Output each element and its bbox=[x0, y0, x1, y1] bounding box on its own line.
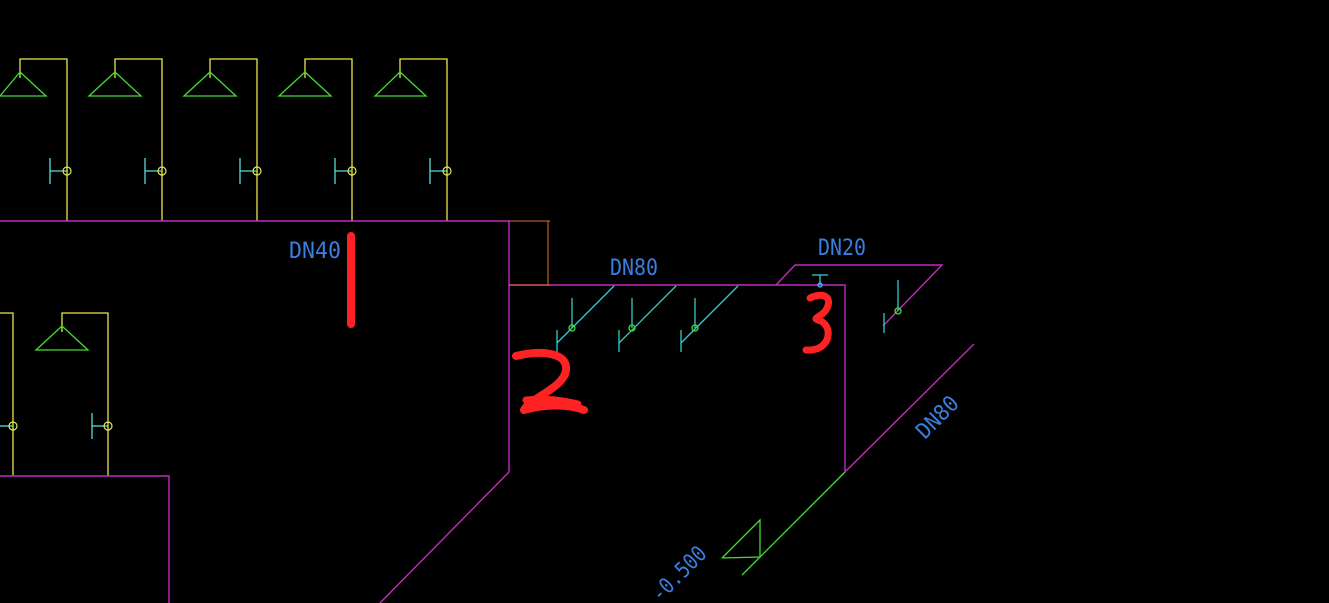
lower-shower-group bbox=[0, 312, 113, 476]
top-shower-group bbox=[0, 58, 452, 221]
elevation-triangle-icon bbox=[721, 518, 761, 559]
label-dn20: DN20 bbox=[818, 236, 866, 261]
dimension-tick-icon bbox=[509, 220, 550, 286]
valve-icon bbox=[691, 324, 699, 332]
annotation-marker-3: 3 bbox=[802, 291, 833, 354]
valve-icon bbox=[252, 166, 262, 176]
valve-icon bbox=[894, 307, 902, 315]
shower-riser-2 bbox=[87, 58, 167, 221]
t-fitting-icon bbox=[812, 274, 828, 288]
shower-riser-7 bbox=[34, 312, 113, 476]
shower-head-icon bbox=[373, 71, 428, 97]
shower-head-icon bbox=[0, 71, 48, 97]
valve-icon bbox=[628, 324, 636, 332]
valve-icon bbox=[103, 421, 113, 431]
valve-icon bbox=[8, 421, 18, 431]
annotation-marker-1: 1 bbox=[347, 232, 355, 328]
shower-head-icon bbox=[34, 325, 90, 351]
annotation-marker-2: 2 bbox=[512, 348, 588, 414]
label-dn80-top: DN80 bbox=[610, 256, 658, 281]
dn80-fixture-branches bbox=[556, 274, 902, 352]
shower-head-icon bbox=[87, 71, 143, 97]
valve-icon bbox=[442, 166, 452, 176]
dn80-diagonal-pipe bbox=[844, 343, 975, 473]
shower-riser-3 bbox=[182, 58, 262, 221]
dn20-branch-pipe bbox=[775, 264, 944, 327]
fixture-branch-dn20 bbox=[883, 280, 902, 333]
dn80-branch-pipe bbox=[509, 284, 846, 472]
fixture-branch-2 bbox=[618, 285, 677, 352]
fixture-branch-3 bbox=[680, 285, 739, 352]
shower-riser-6 bbox=[0, 312, 18, 476]
label-elevation: -0.500 bbox=[647, 541, 713, 603]
fixture-branch-1 bbox=[556, 285, 615, 352]
shower-head-icon bbox=[277, 71, 333, 97]
valve-icon bbox=[62, 166, 72, 176]
valve-icon bbox=[347, 166, 357, 176]
lower-header-pipe bbox=[0, 475, 170, 603]
main-pipe-network bbox=[0, 220, 975, 603]
shower-head-icon bbox=[182, 71, 238, 97]
green-drain-line bbox=[721, 471, 846, 576]
shower-riser-4 bbox=[277, 58, 357, 221]
shower-riser-1 bbox=[0, 58, 72, 221]
shower-riser-5 bbox=[373, 58, 452, 221]
label-dn40: DN40 bbox=[289, 239, 341, 264]
label-dn80-diagonal: DN80 bbox=[912, 391, 965, 444]
dn40-header-pipe bbox=[0, 220, 510, 603]
valve-icon bbox=[568, 324, 576, 332]
valve-icon bbox=[157, 166, 167, 176]
